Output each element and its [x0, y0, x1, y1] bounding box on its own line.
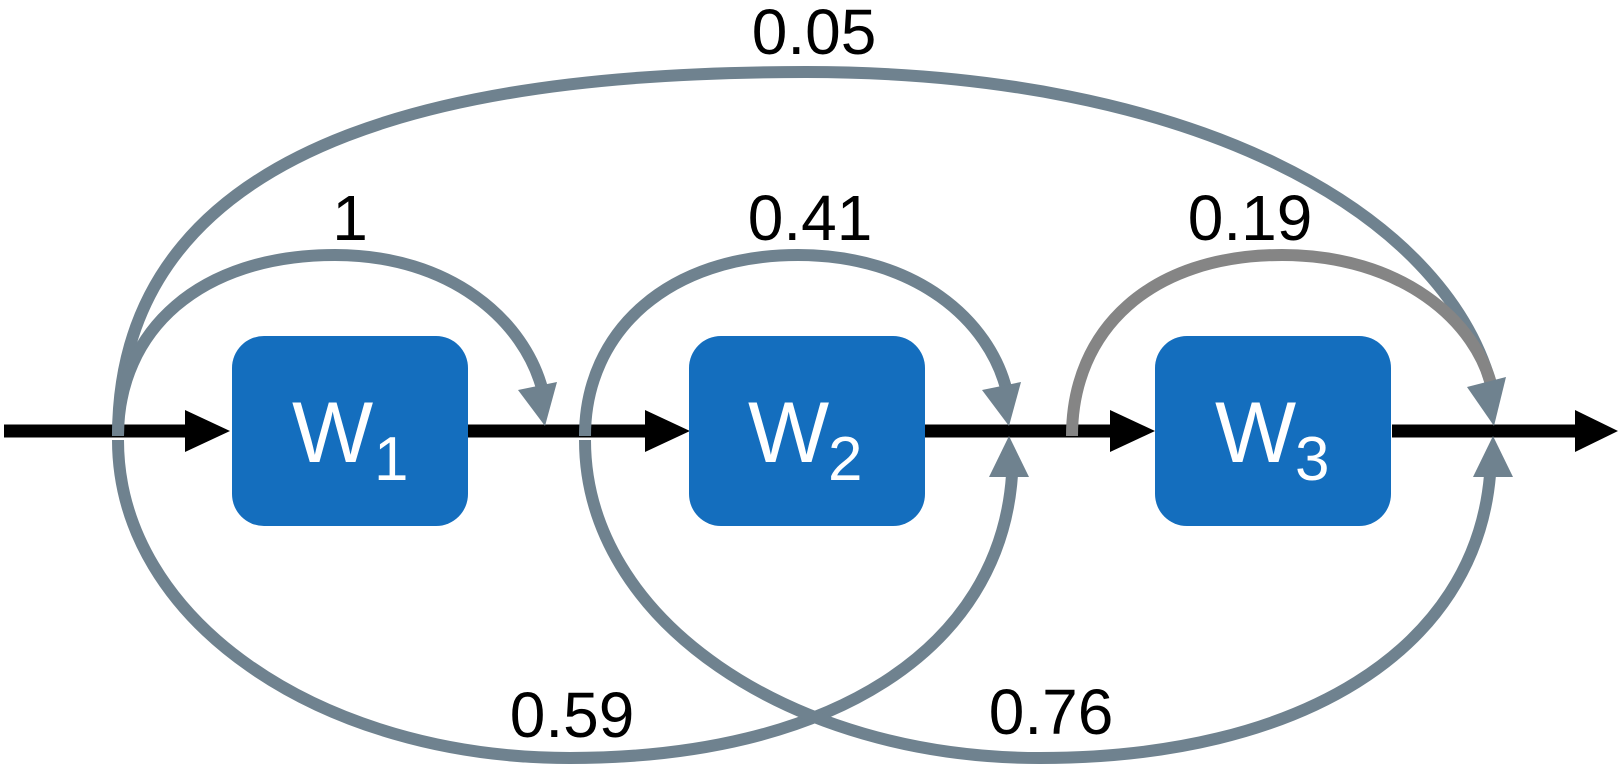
block-w3-box	[1155, 336, 1391, 526]
w3-input-arrowhead	[1110, 410, 1155, 452]
output-arrowhead	[1575, 410, 1618, 452]
arrowhead-arc-0.41	[982, 382, 1021, 426]
edge-label-0.76: 0.76	[989, 676, 1114, 748]
arc-0.19	[1066, 248, 1499, 437]
edge-label-0.41: 0.41	[748, 182, 873, 254]
w2-input-arrowhead	[645, 410, 690, 452]
arc-0.41	[579, 248, 1013, 437]
block-w2-name: W	[748, 385, 829, 481]
edge-labels: 0.05 1 0.41 0.19 0.59 0.76	[332, 0, 1312, 751]
input-arrowhead	[185, 410, 230, 452]
block-w2: W 2	[689, 336, 925, 526]
arc-0.59	[112, 439, 1018, 765]
arc-arrowheads	[518, 377, 1513, 477]
edge-label-1: 1	[332, 182, 368, 254]
edge-label-0.59: 0.59	[510, 679, 635, 751]
main-flow-line	[4, 410, 1618, 452]
arc-0.76	[579, 439, 1496, 765]
block-w2-subscript: 2	[828, 425, 862, 494]
block-w1-subscript: 1	[374, 425, 408, 494]
block-w1-name: W	[292, 385, 373, 481]
arrowhead-arc-1	[518, 382, 557, 426]
block-w1-box	[232, 336, 468, 526]
skip-connections	[112, 65, 1499, 765]
block-w3-subscript: 3	[1295, 425, 1329, 494]
arrowhead-arc-0.59	[989, 436, 1029, 477]
block-w2-box	[689, 336, 925, 526]
block-w3-name: W	[1215, 385, 1296, 481]
arrowhead-arc-0.76	[1473, 436, 1513, 477]
arc-0.05	[112, 65, 1498, 437]
arc-1	[112, 248, 549, 437]
block-w3: W 3	[1155, 336, 1391, 526]
block-w1: W 1	[232, 336, 468, 526]
arrowhead-arc-0.05-0.19	[1467, 377, 1506, 426]
edge-label-0.05: 0.05	[752, 0, 877, 68]
edge-label-0.19: 0.19	[1188, 182, 1313, 254]
